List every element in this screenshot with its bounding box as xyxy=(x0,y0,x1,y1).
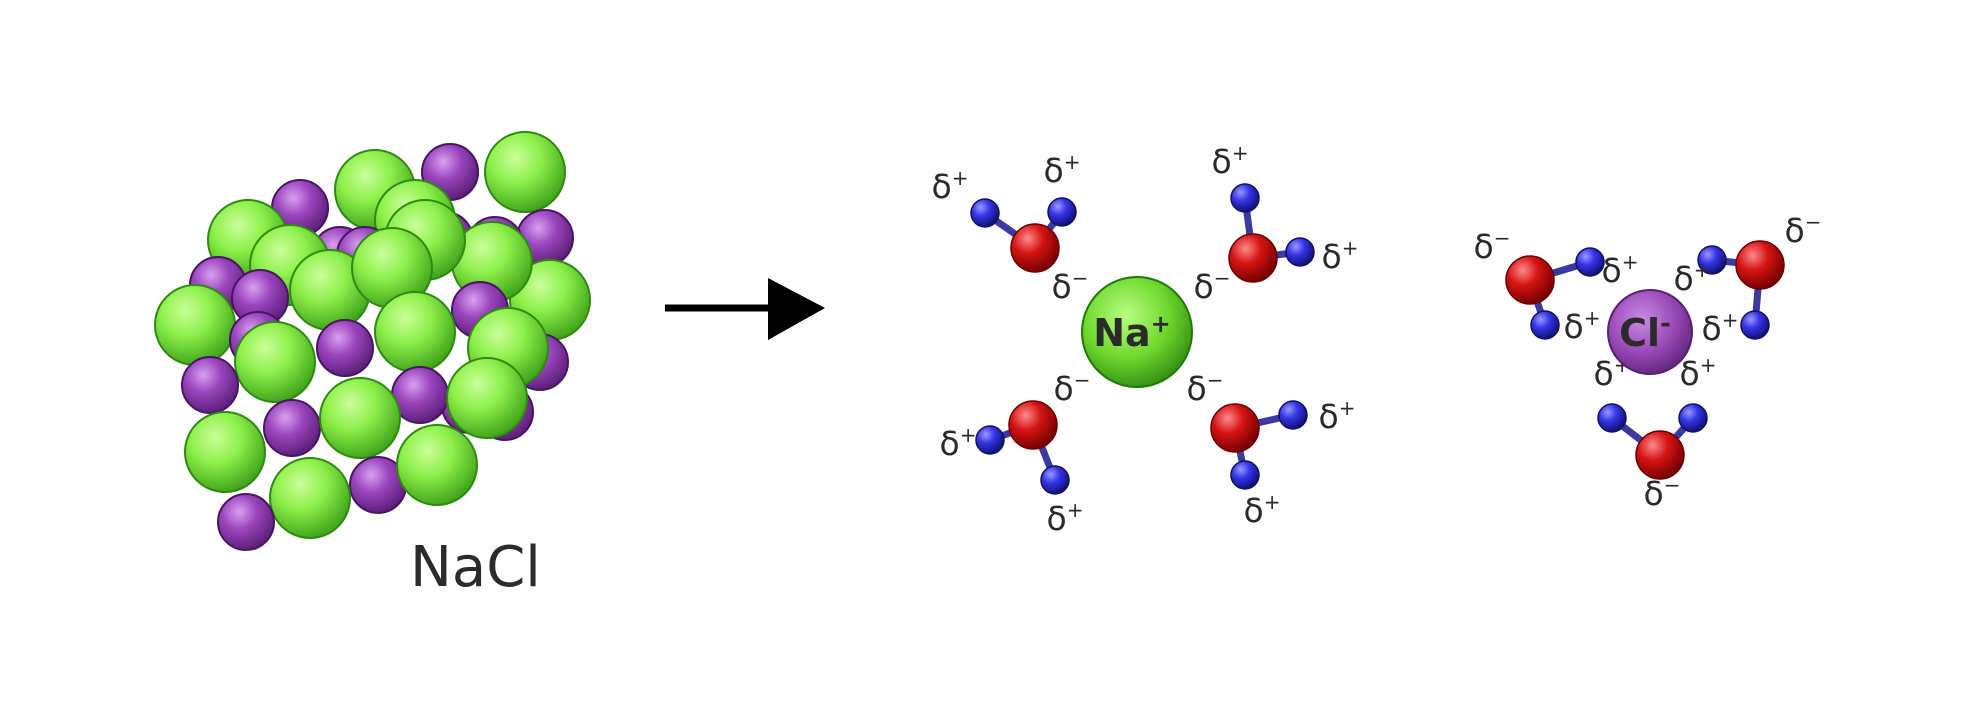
hydrogen-atom xyxy=(1230,460,1260,490)
na-atom xyxy=(234,321,316,403)
h-partial-positive-label: δ+ xyxy=(1564,306,1601,346)
h-partial-positive-label: δ+ xyxy=(1319,396,1356,436)
oxygen-atom xyxy=(1635,430,1685,480)
cl-atom xyxy=(217,493,275,551)
hydrogen-atom xyxy=(970,198,1000,228)
h-partial-positive-label: δ+ xyxy=(1702,308,1739,348)
hydrogen-atom xyxy=(1597,403,1627,433)
o-partial-negative-label: δ− xyxy=(1187,368,1224,408)
nacl-crystal-lattice xyxy=(154,131,591,551)
oxygen-atom xyxy=(1505,255,1555,305)
nacl-formula-label: NaCl xyxy=(410,535,541,600)
sodium-hydration-shell: δ+δ+δ−δ+δ+δ−δ+δ+δ−δ+δ+δ−Na+ xyxy=(932,141,1359,538)
o-partial-negative-label: δ− xyxy=(1644,473,1681,513)
hydrogen-atom xyxy=(1285,237,1315,267)
hydrogen-atom xyxy=(1575,247,1605,277)
hydrogen-atom xyxy=(1230,183,1260,213)
cl-atom xyxy=(263,399,321,457)
h-partial-positive-label: δ+ xyxy=(1674,258,1711,298)
sodium-charge: + xyxy=(1151,310,1171,338)
oxygen-atom xyxy=(1735,240,1785,290)
hydrogen-atom xyxy=(1697,245,1727,275)
hydrogen-atom xyxy=(975,425,1005,455)
right-arrow-icon xyxy=(665,278,825,340)
hydrogen-atom xyxy=(1040,465,1070,495)
hydrogen-atom xyxy=(1678,403,1708,433)
na-atom xyxy=(374,291,456,373)
hydrogen-atom xyxy=(1278,400,1308,430)
h-partial-positive-label: δ+ xyxy=(940,423,977,463)
h-partial-positive-label: δ+ xyxy=(1322,236,1359,276)
chloride-charge: - xyxy=(1660,309,1671,339)
o-partial-negative-label: δ− xyxy=(1194,266,1231,306)
na-atom xyxy=(484,131,566,213)
h-partial-positive-label: δ+ xyxy=(1680,353,1717,393)
oxygen-atom xyxy=(1008,400,1058,450)
h-partial-positive-label: δ+ xyxy=(932,166,969,206)
sodium-ion-label: Na+ xyxy=(1093,310,1171,355)
na-atom xyxy=(269,457,351,539)
sodium-ion xyxy=(1081,276,1193,388)
oxygen-atom xyxy=(1228,233,1278,283)
cl-atom xyxy=(181,356,239,414)
o-partial-negative-label: δ− xyxy=(1054,368,1091,408)
na-atom xyxy=(154,284,236,366)
hydrogen-atom xyxy=(1740,310,1770,340)
hydrogen-atom xyxy=(1530,310,1560,340)
oxygen-atom xyxy=(1210,403,1260,453)
h-partial-positive-label: δ+ xyxy=(1044,150,1081,190)
na-atom xyxy=(319,377,401,459)
na-atom xyxy=(184,411,266,493)
o-partial-negative-label: δ− xyxy=(1785,210,1822,250)
h-partial-positive-label: δ+ xyxy=(1047,498,1084,538)
na-atom xyxy=(446,357,528,439)
o-partial-negative-label: δ− xyxy=(1474,226,1511,266)
h-partial-positive-label: δ+ xyxy=(1244,490,1281,530)
h-partial-positive-label: δ+ xyxy=(1602,250,1639,290)
na-atom xyxy=(396,424,478,506)
chloride-ion xyxy=(1607,289,1693,375)
hydrogen-atom xyxy=(1047,197,1077,227)
h-partial-positive-label: δ+ xyxy=(1212,141,1249,181)
oxygen-atom xyxy=(1010,223,1060,273)
cl-atom xyxy=(316,319,374,377)
chloride-hydration-shell: δ+δ+δ−δ+δ+δ−δ+δ+δ−Cl- xyxy=(1474,210,1822,513)
o-partial-negative-label: δ− xyxy=(1052,266,1089,306)
